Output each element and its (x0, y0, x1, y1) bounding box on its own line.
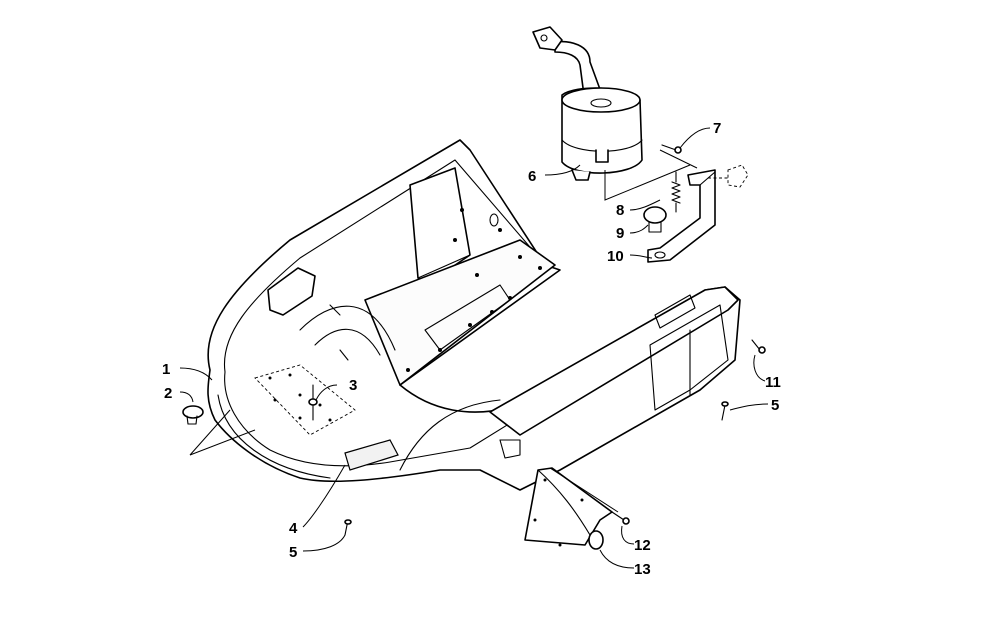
pad-part-4 (344, 439, 399, 471)
nut-dashed (708, 164, 749, 188)
callout-10: 10 (607, 248, 624, 265)
callout-11: 11 (765, 374, 781, 391)
callout-7: 7 (713, 120, 721, 137)
grommet-part-9 (643, 206, 667, 233)
callout-2: 2 (164, 385, 172, 402)
callout-5-right: 5 (771, 397, 779, 414)
callout-8: 8 (616, 202, 624, 219)
screw-part-12 (611, 511, 630, 525)
screw-part-7 (661, 144, 682, 154)
belly-pan (207, 139, 741, 491)
callout-13: 13 (634, 561, 651, 578)
callout-6: 6 (528, 168, 536, 185)
callout-labels: 1 2 3 4 5 5 6 7 8 9 10 11 12 13 (162, 120, 781, 578)
callout-1: 1 (162, 361, 170, 378)
callout-12: 12 (634, 537, 651, 554)
skid-plate (254, 364, 356, 436)
callout-9: 9 (616, 225, 624, 242)
callout-5-left: 5 (289, 544, 297, 561)
cover-part-13 (524, 467, 613, 550)
bracket-part-10 (647, 169, 716, 263)
spring-part-8 (671, 171, 681, 213)
rivet-part-3 (308, 384, 318, 421)
leader-lines (179, 127, 769, 569)
rivet-part-5-left (344, 519, 352, 536)
callout-3: 3 (349, 377, 357, 394)
muffler-part-6 (532, 26, 643, 181)
rivet-part-5-right (721, 401, 729, 421)
plug-part-2 (182, 405, 204, 425)
screw-part-11 (751, 339, 766, 354)
callout-4: 4 (289, 520, 298, 537)
